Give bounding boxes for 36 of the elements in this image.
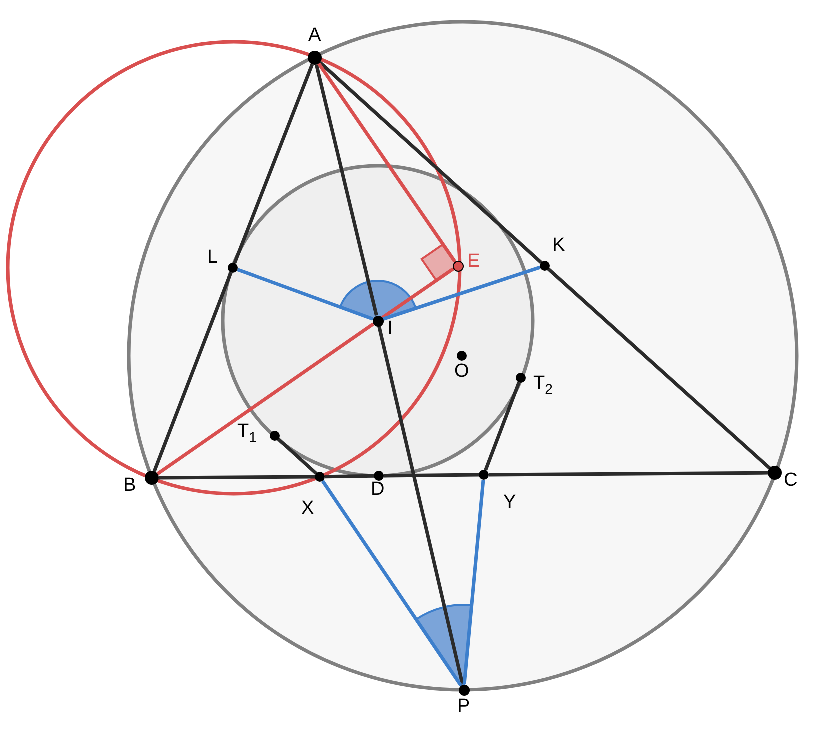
point — [145, 471, 159, 485]
point-label: E — [468, 252, 480, 272]
point-label: D — [371, 480, 385, 500]
line-segment — [156, 322, 374, 476]
point-label: T$_{2}$ — [534, 374, 553, 398]
point-label: K — [552, 236, 566, 256]
line-segment — [378, 326, 464, 686]
line-segment — [158, 475, 316, 480]
line-segment — [462, 480, 486, 685]
line-segment — [384, 473, 480, 478]
point-label: T$_{1}$ — [238, 422, 257, 446]
point-label: I — [388, 319, 393, 339]
line-segment — [484, 382, 521, 471]
point-label: O — [454, 362, 470, 382]
line-segment — [233, 64, 314, 264]
point-label: B — [124, 476, 136, 496]
line-segment — [237, 268, 374, 321]
line-segment — [488, 471, 768, 477]
point-label: Y — [504, 493, 516, 513]
line-segment — [278, 438, 318, 475]
line-segment — [314, 64, 378, 316]
line-segment — [324, 474, 374, 479]
line-segment — [318, 62, 456, 262]
line-segment — [382, 268, 454, 320]
line-segment — [321, 480, 462, 686]
point-label: L — [208, 248, 218, 268]
line-segment — [152, 272, 233, 472]
point-label: A — [308, 26, 322, 46]
point-label: P — [458, 697, 470, 717]
point-label: X — [302, 499, 314, 519]
point — [768, 466, 782, 480]
point — [308, 51, 322, 65]
line-segment — [548, 268, 771, 470]
line-segment — [382, 266, 541, 321]
line-segment — [319, 61, 542, 264]
point-label: C — [784, 471, 798, 491]
